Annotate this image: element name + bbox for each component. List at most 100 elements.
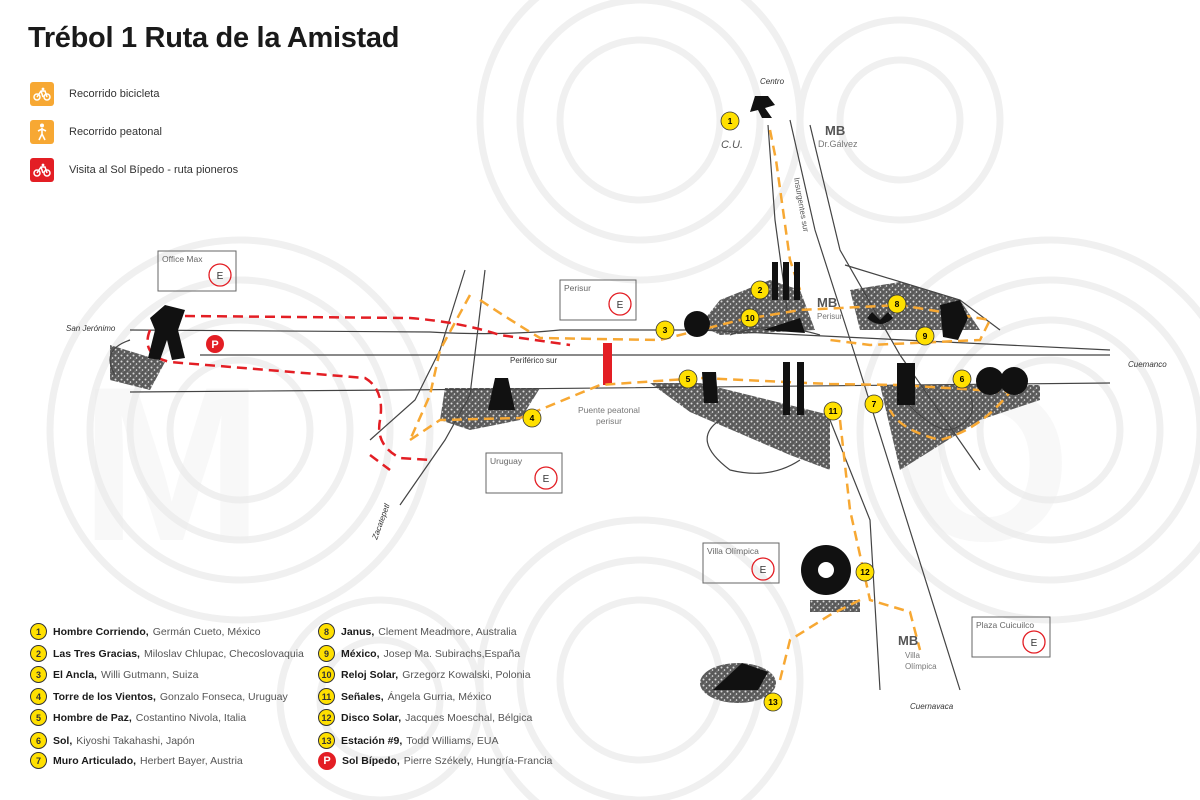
marker-6[interactable]: 6: [952, 369, 972, 389]
number-badge: 9: [318, 645, 335, 662]
label-villa-mb-line2: Olímpica: [905, 662, 937, 671]
marker-2[interactable]: 2: [750, 280, 770, 300]
svg-text:E: E: [760, 565, 767, 576]
svg-text:E: E: [543, 474, 550, 485]
number-badge: 7: [30, 752, 47, 769]
svg-text:Perisur: Perisur: [564, 283, 591, 293]
marker-7[interactable]: 7: [864, 394, 884, 414]
svg-text:7: 7: [872, 399, 877, 409]
station-perisur[interactable]: Perisur E: [559, 279, 637, 321]
legend-pioneer-label: Visita al Sol Bípedo - ruta pioneros: [69, 164, 239, 176]
svg-text:Villa Olímpica: Villa Olímpica: [707, 546, 759, 556]
station-marker-icon: [751, 557, 775, 581]
parking-marker-label: P: [211, 339, 218, 351]
svg-text:11: 11: [829, 406, 838, 416]
marker-12[interactable]: 12: [855, 562, 875, 582]
metrobus-logo-icon: MB: [825, 123, 845, 138]
sculpture-author: Josep Ma. Subirachs,España: [383, 647, 521, 660]
station-marker-icon: [534, 466, 558, 490]
svg-text:10: 10: [745, 313, 755, 323]
sculpture-name: Reloj Solar,: [341, 668, 399, 681]
sculpture-author: Pierre Székely, Hungría-Francia: [403, 755, 553, 767]
station-marker-icon: [608, 292, 632, 316]
sculpture-name: Hombre de Paz,: [53, 711, 132, 724]
sculpture-name: México,: [341, 647, 380, 660]
senales-sculpture: [783, 362, 804, 415]
sculpture-author: Miloslav Chlupac, Checoslovaquia: [143, 647, 304, 660]
svg-text:1: 1: [728, 116, 733, 126]
sculpture-author: Herbert Bayer, Austria: [140, 754, 243, 767]
svg-text:E: E: [617, 300, 624, 311]
disco-solar-hole: [818, 562, 834, 578]
svg-text:13: 13: [768, 697, 778, 707]
list-item: 9 México,Josep Ma. Subirachs,España: [318, 645, 520, 662]
marker-9[interactable]: 9: [915, 326, 935, 346]
station-villa-olimpica[interactable]: Villa Olímpica E: [702, 542, 780, 584]
marker-11[interactable]: 11: [823, 401, 843, 421]
sculpture-name: Disco Solar,: [341, 711, 402, 724]
number-badge: 10: [318, 666, 335, 683]
marker-13[interactable]: 13: [763, 692, 783, 712]
svg-text:8: 8: [895, 299, 900, 309]
marker-5[interactable]: 5: [678, 369, 698, 389]
label-centro: Centro: [760, 77, 785, 86]
island-san-jeronimo: [110, 345, 165, 390]
janus-sculpture: [867, 312, 893, 324]
pedestrian-bridge: [603, 343, 612, 385]
svg-text:4: 4: [530, 413, 535, 423]
marker-4[interactable]: 4: [522, 408, 542, 428]
label-puente-line2: perisur: [596, 416, 622, 426]
island-disco-base: [810, 600, 860, 612]
label-cu: C.U.: [721, 139, 743, 151]
legend-walk-route: Recorrido peatonal: [30, 119, 162, 145]
sculpture-name: Sol,: [53, 734, 73, 747]
legend-bike-label: Recorrido bicicleta: [69, 88, 160, 100]
reloj-solar-sculpture: [763, 318, 805, 333]
marker-3[interactable]: 3: [655, 320, 675, 340]
walking-person-icon: [30, 120, 54, 144]
station-office-max[interactable]: Office Max E: [157, 250, 237, 292]
sculpture-author: Clement Meadmore, Australia: [378, 625, 517, 638]
number-badge: 11: [318, 688, 335, 705]
sculpture-author: Gonzalo Fonseca, Uruguay: [159, 690, 288, 703]
marker-1[interactable]: 1: [720, 111, 740, 131]
island-sol: [880, 385, 1040, 470]
marker-8[interactable]: 8: [887, 294, 907, 314]
number-badge: 4: [30, 688, 47, 705]
svg-text:E: E: [1031, 638, 1038, 649]
sculpture-author: Kiyoshi Takahashi, Japón: [76, 734, 195, 747]
label-san-jeronimo: San Jerónimo: [66, 324, 116, 333]
svg-text:E: E: [217, 271, 224, 282]
marker-10[interactable]: 10: [740, 308, 760, 328]
legend-pioneer-route: Visita al Sol Bípedo - ruta pioneros: [30, 157, 238, 183]
parking-marker[interactable]: [206, 335, 224, 353]
number-badge: 3: [30, 666, 47, 683]
label-perisur-mb: Perisur: [817, 312, 843, 321]
station-marker-icon: [208, 263, 232, 287]
label-zacatepetl: Zacatepetl: [370, 502, 392, 541]
svg-text:Office Max: Office Max: [162, 254, 203, 264]
hombre-corriendo-sculpture: [750, 96, 775, 118]
number-badge: 8: [318, 623, 335, 640]
number-badge: 2: [30, 645, 47, 662]
station-plaza-cuicuilco[interactable]: Plaza Cuicuilco E: [971, 616, 1051, 658]
roads: [109, 119, 1111, 691]
metrobus-logo-icon: MB: [898, 633, 918, 648]
station-marker-icon: [1022, 630, 1046, 654]
tres-gracias-sculpture: [772, 262, 800, 300]
sculpture-author: Todd Williams, EUA: [406, 734, 499, 747]
station-uruguay[interactable]: Uruguay E: [485, 452, 563, 494]
sol-sculpture-left: [976, 367, 1004, 395]
sculpture-markers: 1 2 3 4 5 6 7 8 9 10 11 12 13: [522, 111, 972, 712]
number-badge: 6: [30, 732, 47, 749]
sculpture-author: Costantino Nivola, Italia: [135, 711, 247, 724]
